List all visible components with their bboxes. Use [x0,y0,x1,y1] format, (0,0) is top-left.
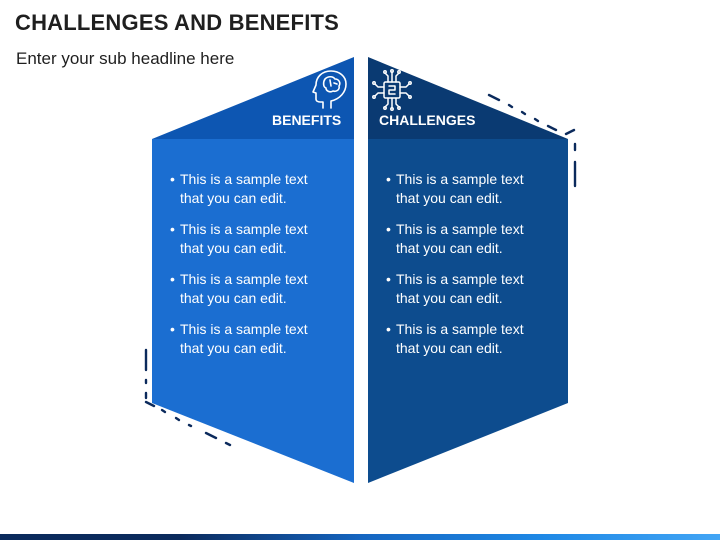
footer-gradient-bar [0,534,720,540]
circuit-chip-icon [372,69,412,111]
challenges-top-facet [368,57,568,139]
benefits-heading: BENEFITS [272,112,342,128]
benefits-top-facet [152,57,354,139]
challenges-heading: CHALLENGES [379,112,476,128]
page-subtitle: Enter your sub headline here [16,49,235,68]
page-title: CHALLENGES AND BENEFITS [15,10,340,35]
dashed-outline-right [487,93,577,188]
brain-head-icon [312,70,347,109]
dashed-outline-left [144,348,232,447]
